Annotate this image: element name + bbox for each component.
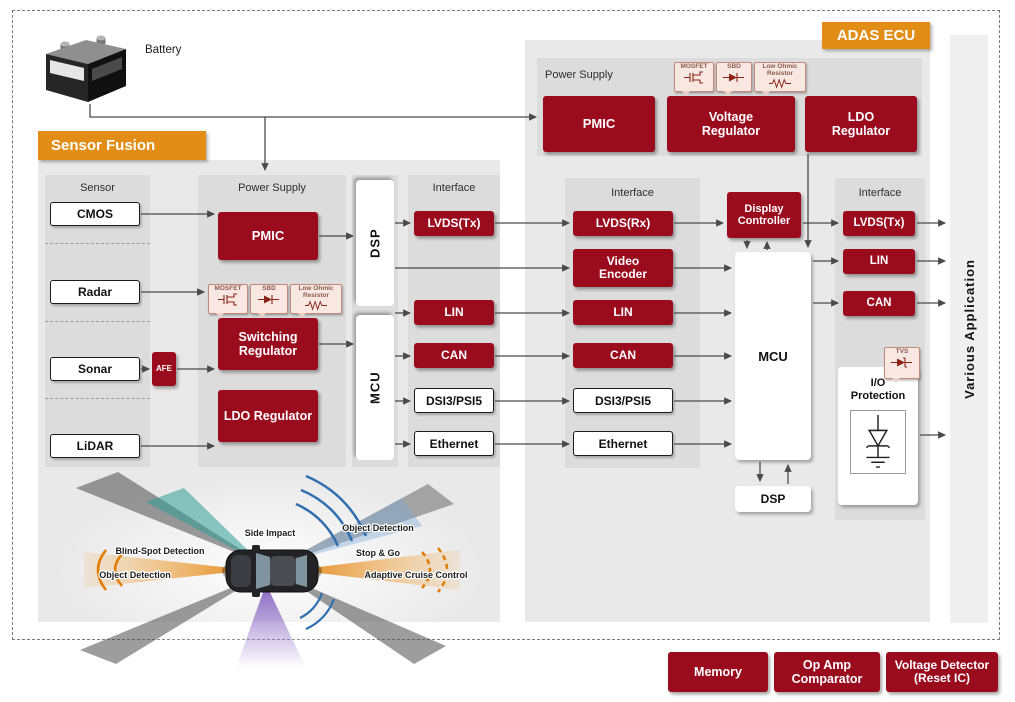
interface-video-encoder: Video Encoder bbox=[573, 249, 673, 287]
interface-lvds-tx-out: LVDS(Tx) bbox=[843, 211, 915, 236]
pmic-box-sf: PMIC bbox=[218, 212, 318, 260]
low-ohmic-resistor-callout-sf: Low Ohmic Resistor bbox=[290, 284, 342, 318]
sensor-fusion-title: Sensor Fusion bbox=[38, 131, 206, 160]
sensor-box-sonar: Sonar bbox=[50, 357, 140, 381]
io-protection-label: I/O Protection bbox=[850, 377, 906, 402]
interface-dsi3-psi5-sf: DSI3/PSI5 bbox=[414, 388, 494, 413]
resistor-symbol-icon bbox=[769, 77, 791, 89]
dashed-frame bbox=[12, 10, 1000, 640]
battery-icon bbox=[46, 35, 126, 102]
interface-header-sf: Interface bbox=[432, 182, 476, 194]
switching-regulator-box: Switching Regulator bbox=[218, 318, 318, 370]
mosfet-label: MOSFET bbox=[680, 63, 708, 70]
voltage-regulator-box: Voltage Regulator bbox=[667, 96, 795, 152]
various-application-label: Various Application bbox=[961, 259, 977, 399]
interface-can-in: CAN bbox=[573, 343, 673, 368]
mosfet-label: MOSFET bbox=[214, 285, 242, 292]
interface-lvds-rx: LVDS(Rx) bbox=[573, 211, 673, 236]
memory-box: Memory bbox=[668, 652, 768, 692]
sensor-box-radar: Radar bbox=[50, 280, 140, 304]
mosfet-callout-adas: MOSFET bbox=[674, 62, 714, 96]
diode-symbol-icon bbox=[723, 72, 744, 82]
interface-ethernet-in: Ethernet bbox=[573, 431, 673, 456]
resistor-symbol-icon bbox=[305, 299, 327, 311]
diode-symbol-icon bbox=[258, 294, 279, 304]
mcu-box-adas: MCU bbox=[735, 252, 811, 460]
dsp-box-adas: DSP bbox=[735, 486, 811, 512]
various-application-title-wrap: Various Application bbox=[950, 35, 988, 623]
sensor-box-cmos: CMOS bbox=[50, 202, 140, 226]
interface-lin-in: LIN bbox=[573, 300, 673, 325]
tvs-label: TVS bbox=[895, 348, 909, 355]
mosfet-symbol-icon bbox=[218, 293, 237, 306]
sensor-header: Sensor bbox=[80, 182, 115, 194]
mosfet-callout-sf: MOSFET bbox=[208, 284, 248, 318]
battery-label: Battery bbox=[145, 44, 182, 56]
afe-box: AFE bbox=[152, 352, 176, 386]
pmic-box-adas: PMIC bbox=[543, 96, 655, 152]
power-supply-header-sf: Power Supply bbox=[238, 182, 306, 194]
mosfet-symbol-icon bbox=[684, 71, 703, 84]
esd-protection-circuit-icon bbox=[850, 410, 906, 475]
ldo-regulator-box-sf: LDO Regulator bbox=[218, 390, 318, 442]
sensor-box-lidar: LiDAR bbox=[50, 434, 140, 458]
interface-ethernet-sf: Ethernet bbox=[414, 431, 494, 456]
sbd-callout-sf: SBD bbox=[250, 284, 288, 318]
sbd-label: SBD bbox=[262, 285, 276, 292]
interface-lvds-tx-sf: LVDS(Tx) bbox=[414, 211, 494, 236]
interface-in-header: Interface bbox=[611, 187, 654, 199]
tvs-callout: TVS bbox=[884, 347, 920, 383]
sbd-label: SBD bbox=[727, 63, 741, 70]
interface-can-out: CAN bbox=[843, 291, 915, 316]
interface-dsi3-psi5-in: DSI3/PSI5 bbox=[573, 388, 673, 413]
interface-lin-out: LIN bbox=[843, 249, 915, 274]
sensor-divider bbox=[45, 321, 150, 322]
dsp-box-sf: DSP bbox=[356, 180, 394, 306]
display-controller-box: Display Controller bbox=[727, 192, 801, 238]
various-application-strip bbox=[950, 35, 988, 623]
sbd-callout-adas: SBD bbox=[716, 62, 752, 96]
low-ohmic-resistor-label: Low Ohmic Resistor bbox=[298, 285, 334, 299]
low-ohmic-resistor-callout-adas: Low Ohmic Resistor bbox=[754, 62, 806, 96]
voltage-detector-box: Voltage Detector (Reset IC) bbox=[886, 652, 998, 692]
tvs-diode-symbol-icon bbox=[891, 357, 912, 368]
power-supply-header-adas: Power Supply bbox=[545, 69, 613, 81]
interface-can-sf: CAN bbox=[414, 343, 494, 368]
ldo-regulator-box-adas: LDO Regulator bbox=[805, 96, 917, 152]
sensor-divider bbox=[45, 398, 150, 399]
sensor-divider bbox=[45, 243, 150, 244]
adas-ecu-title: ADAS ECU bbox=[822, 22, 930, 49]
interface-out-header: Interface bbox=[858, 187, 902, 199]
low-ohmic-resistor-label: Low Ohmic Resistor bbox=[762, 63, 798, 77]
interface-lin-sf: LIN bbox=[414, 300, 494, 325]
io-protection-box: I/O Protection bbox=[838, 367, 918, 505]
op-amp-comparator-box: Op Amp Comparator bbox=[774, 652, 880, 692]
mcu-box-sf: MCU bbox=[356, 315, 394, 460]
